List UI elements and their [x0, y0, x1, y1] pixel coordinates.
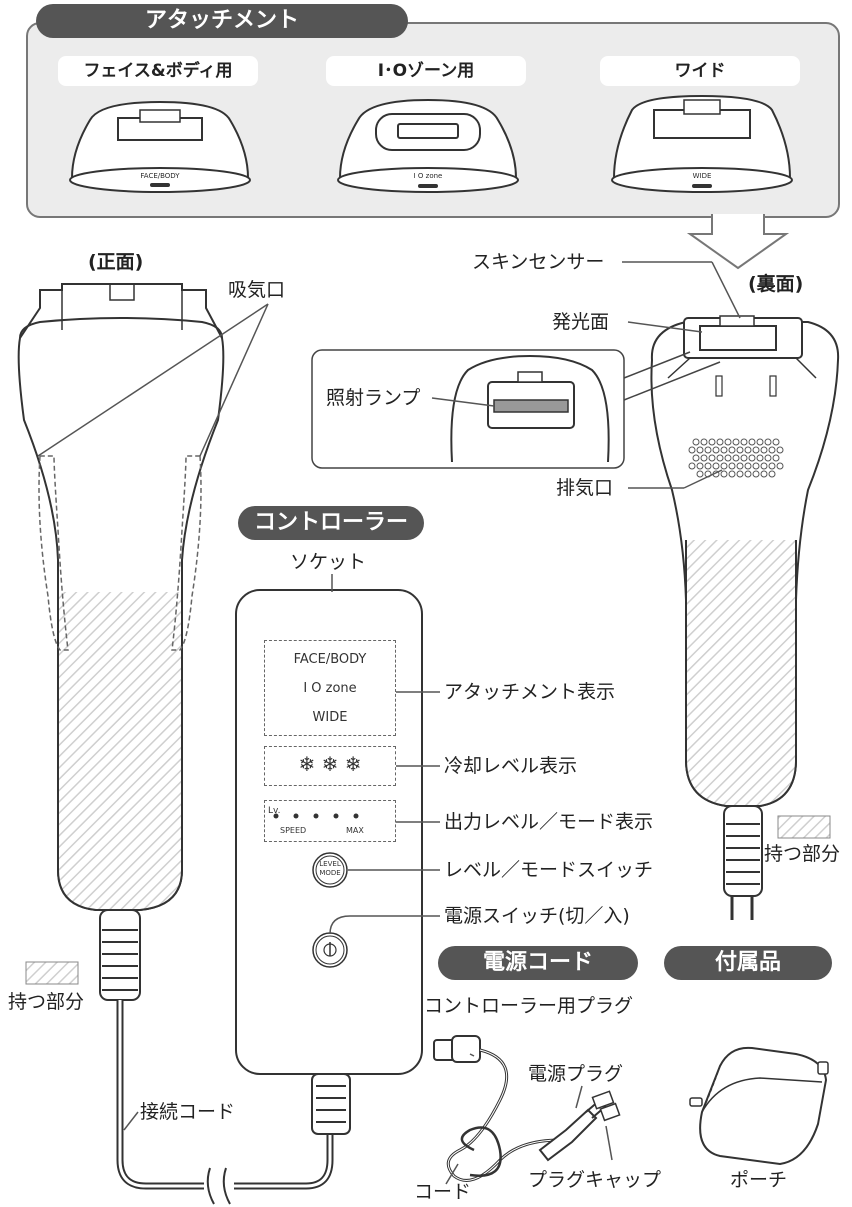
level-mode-button[interactable]: LEVEL MODE	[313, 860, 347, 878]
attachment-io-zone-code: I O zone	[413, 172, 443, 180]
attachments-title: アタッチメント	[36, 4, 408, 38]
controller-plug-label: コントローラー用プラグ	[424, 995, 634, 1017]
level-prefix: Lv.	[268, 806, 281, 816]
connection-cord-label: 接続コード	[140, 1101, 236, 1123]
display-wide: WIDE	[312, 710, 348, 725]
front-grip-swatch	[25, 961, 79, 985]
controller-title: コントローラー	[238, 506, 424, 540]
front-view-label: (正面)	[88, 251, 144, 273]
output-display-label: 出力レベル／モード表示	[444, 811, 654, 833]
skin-sensor-label: スキンセンサー	[472, 251, 605, 273]
exhaust-vents	[688, 438, 784, 478]
front-handpiece	[17, 283, 225, 1001]
display-io-zone: I O zone	[303, 681, 357, 696]
socket-label: ソケット	[290, 551, 367, 573]
cooling-display-label: 冷却レベル表示	[444, 755, 578, 777]
pouch-drawing	[689, 1046, 829, 1166]
power-switch-label: 電源スイッチ(切／入)	[444, 905, 630, 927]
down-arrow-icon	[686, 214, 790, 270]
power-plug-label: 電源プラグ	[528, 1063, 624, 1085]
attachment-display-label: アタッチメント表示	[444, 681, 616, 703]
attachment-face-body-image	[69, 100, 251, 193]
exhaust-label: 排気口	[556, 477, 614, 499]
cord-label: コード	[414, 1181, 472, 1203]
lamp-label: 照射ランプ	[326, 387, 421, 409]
front-grip-label: 持つ部分	[8, 991, 85, 1013]
display-face-body: FACE/BODY	[293, 652, 367, 667]
controller-body	[235, 574, 423, 1135]
level-switch-label: レベル／モードスイッチ	[444, 859, 654, 881]
cooling-display-box	[264, 746, 396, 786]
level-button-text: LEVEL	[319, 860, 341, 868]
intake-label: 吸気口	[228, 279, 286, 301]
attachment-face-body-code: FACE/BODY	[140, 172, 180, 180]
mode-button-text: MODE	[319, 869, 341, 877]
accessories-title: 付属品	[664, 946, 832, 980]
plug-cap-label: プラグキャップ	[528, 1169, 662, 1191]
attachment-display-box	[264, 640, 396, 736]
cooling-snowflake-icons: ❄ ❄ ❄	[298, 752, 362, 776]
pouch-label: ポーチ	[730, 1169, 788, 1191]
attachment-wide-label: ワイド	[600, 56, 800, 86]
back-view-label: (裏面)	[748, 273, 804, 295]
attachment-wide-image	[611, 94, 793, 193]
attachment-face-body-label: フェイス&ボディ用	[58, 56, 258, 86]
output-display-box	[264, 800, 396, 842]
power-cord-title: 電源コード	[438, 946, 638, 980]
attachment-io-zone-image	[337, 98, 519, 193]
speed-label: SPEED	[280, 826, 307, 835]
attachment-io-zone-label: I･Oゾーン用	[326, 56, 526, 86]
emission-face-label: 発光面	[552, 311, 610, 333]
back-grip-label: 持つ部分	[764, 843, 841, 865]
attachment-wide-code: WIDE	[692, 172, 712, 180]
max-label: MAX	[346, 826, 364, 835]
back-grip-swatch	[777, 815, 831, 839]
power-cord-drawing	[433, 1035, 621, 1182]
lamp-closeup	[450, 354, 610, 463]
